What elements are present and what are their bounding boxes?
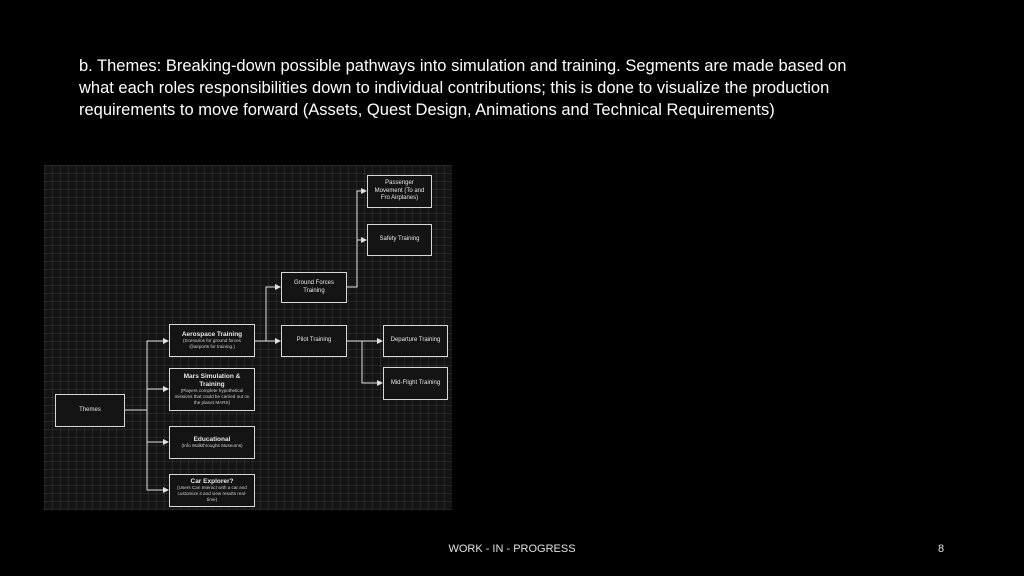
mid-flight-training-label: Mid-Flight Training (390, 379, 441, 386)
footer-status: WORK - IN - PROGRESS (448, 543, 576, 555)
passenger-movement-node: Passenger Movement (To and Fro Airplanes… (367, 175, 432, 208)
connector-aerospace-ground (255, 284, 281, 342)
themes-node: Themes (55, 394, 125, 427)
aerospace-training-subtitle: (Scenarios for ground forces @airports f… (183, 338, 241, 350)
page-number: 8 (938, 543, 945, 555)
aerospace-training-title: Aerospace Training (181, 330, 243, 338)
mars-simulation-subtitle: (Players complete hypothetical missions … (174, 388, 250, 405)
mid-flight-training-node: Mid-Flight Training (383, 367, 448, 400)
departure-training-label: Departure Training (390, 337, 441, 344)
car-explorer-subtitle: (Users Can Interact with a car and custo… (177, 485, 247, 503)
pilot-training-label: Pilot Training (296, 337, 332, 344)
safety-training-label: Safety Training (379, 236, 420, 243)
car-explorer-node: Car Explorer? (Users Can Interact with a… (169, 474, 255, 507)
diagram-connectors (124, 188, 383, 493)
departure-training-node: Departure Training (383, 325, 448, 357)
pilot-training-node: Pilot Training (281, 325, 347, 357)
heading-line-2: what each roles responsibilities down to… (79, 79, 830, 97)
connector-ground-passenger (347, 188, 367, 288)
educational-subtitle: (Info Walkthroughs Museums) (181, 443, 243, 449)
mars-simulation-title: Mars Simulation & Training (183, 373, 241, 388)
slide-heading: b. Themes: Breaking-down possible pathwa… (79, 55, 959, 121)
connector-themes-car (146, 410, 169, 493)
ground-forces-training-label: Ground Forces Training (293, 280, 335, 294)
ground-forces-training-node: Ground Forces Training (281, 272, 347, 303)
passenger-movement-label: Passenger Movement (To and Fro Airplanes… (374, 180, 425, 202)
educational-node: Educational (Info Walkthroughs Museums) (169, 426, 255, 459)
heading-line-3: requirements to move forward (Assets, Qu… (79, 101, 775, 119)
themes-node-label: Themes (79, 406, 101, 413)
connector-themes-educational (146, 410, 169, 445)
connector-pilot-midflight (361, 341, 383, 386)
mars-simulation-node: Mars Simulation & Training (Players comp… (169, 368, 255, 411)
connector-themes-mars (146, 386, 169, 410)
safety-training-node: Safety Training (367, 224, 432, 256)
educational-title: Educational (193, 435, 231, 443)
heading-line-1: b. Themes: Breaking-down possible pathwa… (79, 57, 847, 75)
aerospace-training-node: Aerospace Training (Scenarios for ground… (169, 324, 255, 357)
connector-themes-aerospace (124, 338, 169, 411)
car-explorer-title: Car Explorer? (190, 477, 234, 485)
theme-flow-diagram: Themes Aerospace Training (Scenarios for… (44, 165, 452, 510)
